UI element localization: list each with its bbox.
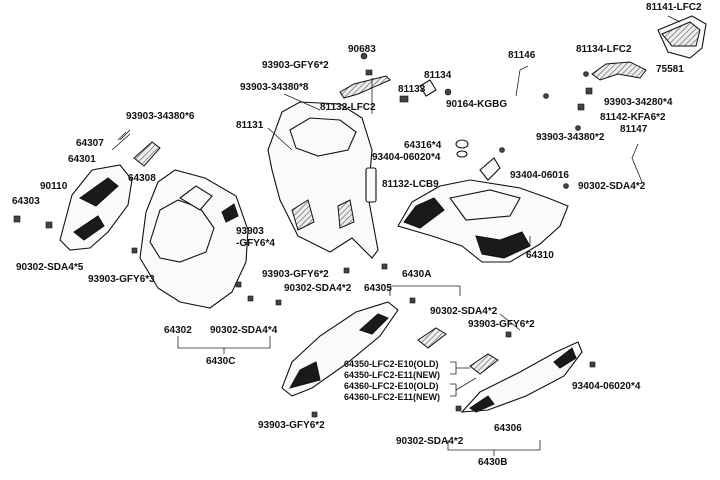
part-64310-floor xyxy=(397,147,569,263)
fasteners xyxy=(13,215,596,418)
part-64301-front-panel xyxy=(59,164,133,251)
part-81147 xyxy=(575,125,643,183)
part-81141-lfc2 xyxy=(657,15,707,59)
label-64305: 64305 xyxy=(364,283,392,294)
label-6430a: 6430A xyxy=(402,269,431,280)
label-90302-sda4-4: 90302-SDA4*4 xyxy=(210,325,278,336)
label-93903-gfy6-2-b: 93903-GFY6*2 xyxy=(262,269,329,280)
label-64308: 64308 xyxy=(128,173,156,184)
label-93903-gfy6-2-d: 93903-GFY6*2 xyxy=(258,420,325,431)
label-90683: 90683 xyxy=(348,44,376,55)
label-90164-kgbg: 90164-KGBG xyxy=(446,99,507,110)
label-81134-lfc2: 81134-LFC2 xyxy=(576,44,632,55)
label-90302-sda4-2-b: 90302-SDA4*2 xyxy=(284,283,352,294)
label-81147: 81147 xyxy=(620,124,648,135)
label-90302-sda4-2-c: 90302-SDA4*2 xyxy=(430,306,498,317)
label-93903-34380-6: 93903-34380*6 xyxy=(126,111,195,122)
label-81133: 81133 xyxy=(398,84,426,95)
label-93903-34380-2: 93903-34380*2 xyxy=(536,132,605,143)
part-81146 xyxy=(515,65,549,99)
label-64302: 64302 xyxy=(164,325,192,336)
part-64305-floor-side-left xyxy=(281,301,399,397)
part-81132-lcb9 xyxy=(365,167,377,203)
part-64306-floor-side-right xyxy=(460,341,583,413)
label-93903-a: 93903 xyxy=(236,226,264,237)
label-93404-06020-4-b: 93404-06020*4 xyxy=(572,381,641,392)
label-93903-gfy6-3: 93903-GFY6*3 xyxy=(88,274,155,285)
label-90110: 90110 xyxy=(40,181,68,192)
label-64316-4: 64316*4 xyxy=(404,140,442,151)
label-64306: 64306 xyxy=(494,423,522,434)
label-64307: 64307 xyxy=(76,138,104,149)
label-81132-lfc2: 81132-LFC2 xyxy=(320,102,376,113)
label-64360-new: 64360-LFC2-E11(NEW) xyxy=(344,392,440,402)
label-81132-lcb9: 81132-LCB9 xyxy=(382,179,439,190)
label-64350-new: 64350-LFC2-E11(NEW) xyxy=(344,370,440,380)
label-93404-06016: 93404-06016 xyxy=(510,170,569,181)
label-64303: 64303 xyxy=(12,196,40,207)
label-6430b: 6430B xyxy=(478,457,507,468)
label-81146: 81146 xyxy=(508,50,536,61)
label-75581: 75581 xyxy=(656,64,684,75)
label-gfy6-4: -GFY6*4 xyxy=(236,238,275,249)
part-64350-64360-pads xyxy=(417,327,499,375)
part-64307-64308 xyxy=(111,131,161,167)
label-64360-old: 64360-LFC2-E10(OLD) xyxy=(344,381,439,391)
leader-lines xyxy=(119,15,681,456)
label-93903-34380-8: 93903-34380*8 xyxy=(240,82,309,93)
part-81133-81134 xyxy=(360,52,452,103)
label-64350-old: 64350-LFC2-E10(OLD) xyxy=(344,359,439,369)
part-labels: 81141-LFC2 90683 93903-GFY6*2 81134-LFC2… xyxy=(12,2,702,468)
part-81132-lfc2 xyxy=(339,75,391,99)
label-6430c: 6430C xyxy=(206,356,235,367)
label-93404-06020-4-a: 93404-06020*4 xyxy=(372,152,441,163)
part-81131-rear-panel xyxy=(267,101,379,259)
label-93903-34280-4: 93903-34280*4 xyxy=(604,97,673,108)
label-93903-gfy6-2-c: 93903-GFY6*2 xyxy=(468,319,535,330)
label-64310: 64310 xyxy=(526,250,554,261)
part-64302-inner-cover xyxy=(139,169,249,309)
label-81131: 81131 xyxy=(236,120,264,131)
label-93903-gfy6-2-a: 93903-GFY6*2 xyxy=(262,60,329,71)
label-90302-sda4-2-d: 90302-SDA4*2 xyxy=(396,436,464,447)
part-64316 xyxy=(455,139,469,158)
label-81141-lfc2: 81141-LFC2 xyxy=(646,2,702,13)
part-81134-lfc2 xyxy=(577,61,647,111)
label-64301: 64301 xyxy=(68,154,96,165)
label-90302-sda4-5: 90302-SDA4*5 xyxy=(16,262,84,273)
label-90302-sda4-2-a: 90302-SDA4*2 xyxy=(578,181,646,192)
label-81134: 81134 xyxy=(424,70,452,81)
label-81142-kfa6-2: 81142-KFA6*2 xyxy=(600,112,666,123)
